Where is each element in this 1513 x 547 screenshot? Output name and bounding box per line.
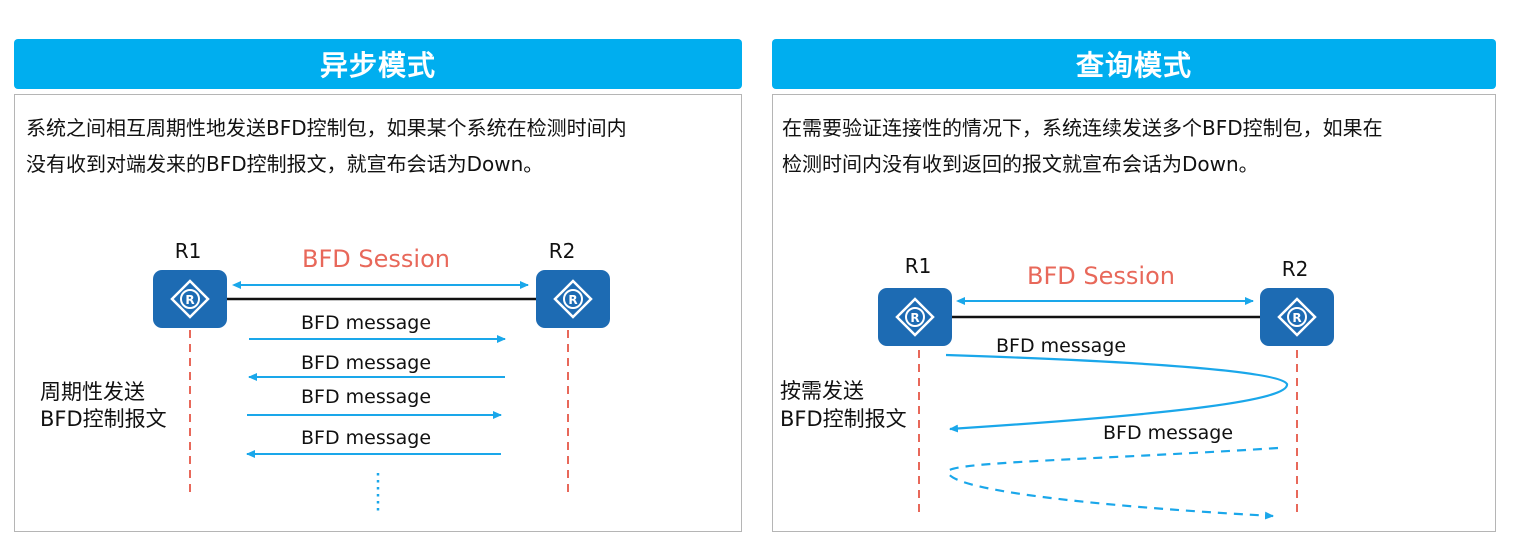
- async-message-2: BFD message: [301, 352, 431, 374]
- demand-desc-line1: 在需要验证连接性的情况下，系统连续发送多个BFD控制包，如果在: [782, 116, 1383, 140]
- demand-mode-diagram: R R R1 R2 BFD Session BFD message BFD me…: [780, 254, 1334, 520]
- async-side-label-line2: BFD控制报文: [40, 407, 167, 431]
- async-r1-router-icon: R: [153, 270, 227, 328]
- async-side-label-line1: 周期性发送: [40, 380, 145, 404]
- async-mode-title: 异步模式: [319, 49, 436, 82]
- demand-desc-line2: 检测时间内没有收到返回的报文就宣布会话为Down。: [782, 152, 1259, 176]
- async-mode-diagram: R R R1 R2 BFD Session BFD message BFD me…: [40, 239, 610, 512]
- async-message-1: BFD message: [301, 312, 431, 334]
- demand-mode-header: 查询模式: [772, 39, 1496, 89]
- svg-text:R: R: [1292, 311, 1301, 325]
- demand-mode-title: 查询模式: [1075, 49, 1192, 82]
- async-mode-box: [14, 94, 742, 532]
- async-r2-router-icon: R: [536, 270, 610, 328]
- demand-session-label: BFD Session: [1027, 262, 1175, 290]
- async-message-3: BFD message: [301, 386, 431, 408]
- demand-r2-router-icon: R: [1260, 288, 1334, 346]
- demand-message-loop-2: [946, 446, 1279, 520]
- async-mode-header: 异步模式: [14, 39, 742, 89]
- demand-r1-router-icon: R: [878, 288, 952, 346]
- async-desc-line1: 系统之间相互周期性地发送BFD控制包，如果某个系统在检测时间内: [26, 116, 627, 140]
- demand-message-2: BFD message: [1103, 422, 1233, 444]
- svg-text:R: R: [568, 293, 577, 307]
- demand-side-label-line2: BFD控制报文: [780, 407, 907, 431]
- demand-mode-description: 在需要验证连接性的情况下，系统连续发送多个BFD控制包，如果在 检测时间内没有收…: [782, 110, 1492, 182]
- async-r1-label: R1: [175, 239, 202, 263]
- demand-message-loop-1: [945, 353, 1289, 433]
- async-message-4: BFD message: [301, 427, 431, 449]
- async-r2-label: R2: [549, 239, 576, 263]
- async-session-label: BFD Session: [302, 245, 450, 273]
- demand-side-label-line1: 按需发送: [780, 379, 864, 403]
- demand-r1-label: R1: [905, 254, 932, 278]
- demand-r2-label: R2: [1282, 257, 1309, 281]
- svg-text:R: R: [185, 293, 194, 307]
- async-mode-description: 系统之间相互周期性地发送BFD控制包，如果某个系统在检测时间内 没有收到对端发来…: [26, 110, 736, 182]
- async-desc-line2: 没有收到对端发来的BFD控制报文，就宣布会话为Down。: [26, 152, 544, 176]
- demand-message-1: BFD message: [996, 335, 1126, 357]
- svg-text:R: R: [910, 311, 919, 325]
